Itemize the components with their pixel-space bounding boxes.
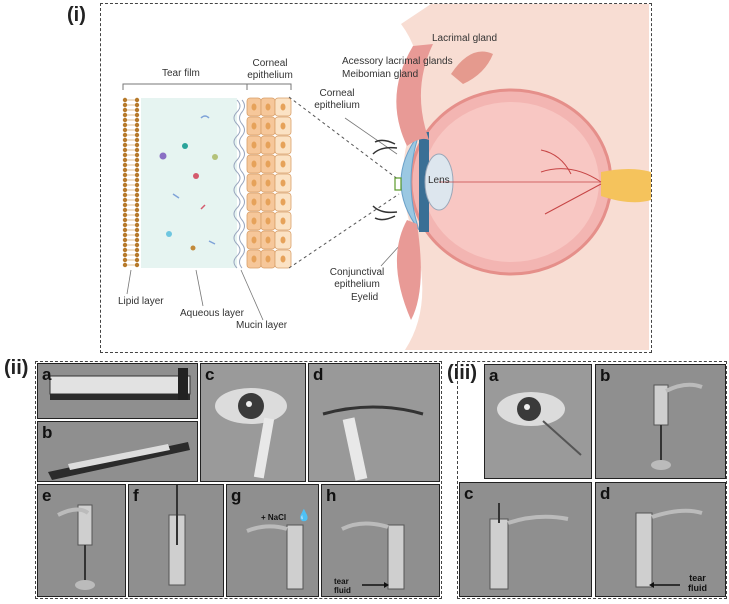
iii-c-photo: c <box>459 482 592 597</box>
label-conjunctival-epithelium: Conjunctival epithelium <box>322 267 392 291</box>
iii-a-label: a <box>489 366 499 385</box>
ii-d-photo: d <box>308 363 440 482</box>
ii-h-label: h <box>326 486 337 505</box>
ii-c-photo: c <box>200 363 306 482</box>
ii-f-photo: f <box>128 484 224 597</box>
iii-c-label: c <box>464 484 474 503</box>
lower-eyelid <box>396 220 421 320</box>
label-conjunctival-1: Conjunctival <box>329 267 385 278</box>
iii-d-tear-fluid-text: tear fluid <box>688 573 707 593</box>
corneal-epithelium-cells <box>246 97 292 269</box>
panel-iii-label: (iii) <box>447 362 477 384</box>
tear-film-bracket <box>122 83 292 90</box>
ii-h-tear-text: tear <box>334 577 349 586</box>
ii-f-label: f <box>133 486 139 505</box>
aqueous-particles <box>159 115 218 251</box>
forceps-tube-graphic <box>168 485 186 586</box>
label-tear-film: Tear film <box>162 68 200 79</box>
iris <box>419 132 429 232</box>
label-accessory-glands: Acessory lacrimal glands <box>342 56 453 67</box>
tube-capillary-graphic <box>651 382 703 470</box>
tube-nacl-graphic <box>246 524 304 590</box>
panel-iii-frame <box>457 361 727 599</box>
label-lens: Lens <box>428 175 450 186</box>
panel-ii-frame <box>35 361 442 599</box>
eye-capillary-graphic <box>497 392 582 456</box>
iii-d-fluid-text: fluid <box>688 583 707 593</box>
closed-eye-strip-graphic <box>322 405 424 481</box>
label-aqueous-layer: Aqueous layer <box>180 308 244 319</box>
zoom-marker <box>394 177 402 191</box>
ii-g-nacl-text: + NaCl <box>261 513 287 522</box>
label-corneal-epithelium-eye-1: Corneal <box>319 88 355 99</box>
ii-h-tear-fluid-text: tear fluid <box>334 577 351 595</box>
eye-anatomy-diagram <box>122 4 651 350</box>
tube-strip-graphic <box>57 504 95 590</box>
label-corneal-epithelium-eye-2: epithelium <box>314 100 360 111</box>
aqueous-layer-region <box>141 98 237 268</box>
ii-b-label: b <box>42 423 53 442</box>
label-corneal-epithelium-top-1: Corneal <box>252 58 288 69</box>
iii-d-label: d <box>600 484 611 503</box>
label-conjunctival-2: epithelium <box>334 279 380 290</box>
ii-a-photo: a <box>37 363 198 419</box>
iii-d-tear-text: tear <box>689 573 706 583</box>
ii-h-photo: h tear fluid <box>321 484 440 597</box>
tube-open-graphic <box>489 503 569 590</box>
cornea <box>400 133 420 231</box>
droplet-icon: 💧 <box>297 510 311 522</box>
label-mucin-layer: Mucin layer <box>236 320 288 331</box>
ii-g-label: g <box>231 486 242 505</box>
ii-e-photo: e <box>37 484 126 597</box>
iii-b-photo: b <box>595 364 726 479</box>
ii-g-photo: g + NaCl 💧 <box>226 484 319 597</box>
tube-tear-fluid-graphic <box>635 508 703 588</box>
ii-a-label: a <box>42 365 52 384</box>
label-corneal-epithelium-eye: Corneal epithelium <box>312 88 362 112</box>
ii-d-label: d <box>313 365 324 384</box>
ii-b-photo: b <box>37 421 198 482</box>
strip-forceps-graphic <box>48 442 190 480</box>
ii-h-fluid-text: fluid <box>334 586 351 595</box>
label-corneal-epithelium-top-2: epithelium <box>247 70 293 81</box>
label-corneal-epithelium-top: Corneal epithelium <box>240 58 300 82</box>
ruler-strip-graphic <box>49 368 191 400</box>
iii-d-photo: d tear fluid <box>595 482 726 597</box>
panel-ii-label: (ii) <box>4 357 29 379</box>
label-lacrimal-gland: Lacrimal gland <box>432 33 498 44</box>
lipid-layer-graphic <box>122 97 140 268</box>
lacrimal-gland-graphic <box>451 51 493 84</box>
upper-eyelid <box>396 44 433 146</box>
iii-b-label: b <box>600 366 611 385</box>
label-meibomian-gland: Meibomian gland <box>342 69 419 80</box>
label-eyelid: Eyelid <box>351 292 379 303</box>
optic-nerve <box>601 169 651 203</box>
eye-with-strip-graphic <box>215 388 287 479</box>
ii-e-label: e <box>42 486 52 505</box>
tube-fluid-graphic <box>341 521 405 590</box>
ii-c-label: c <box>205 365 215 384</box>
panel-i-label: (i) <box>67 4 86 26</box>
zoom-lines <box>288 96 400 269</box>
label-lipid-layer: Lipid layer <box>118 296 164 307</box>
iii-a-photo: a <box>484 364 592 479</box>
mucin-layer-graphic <box>233 99 245 269</box>
